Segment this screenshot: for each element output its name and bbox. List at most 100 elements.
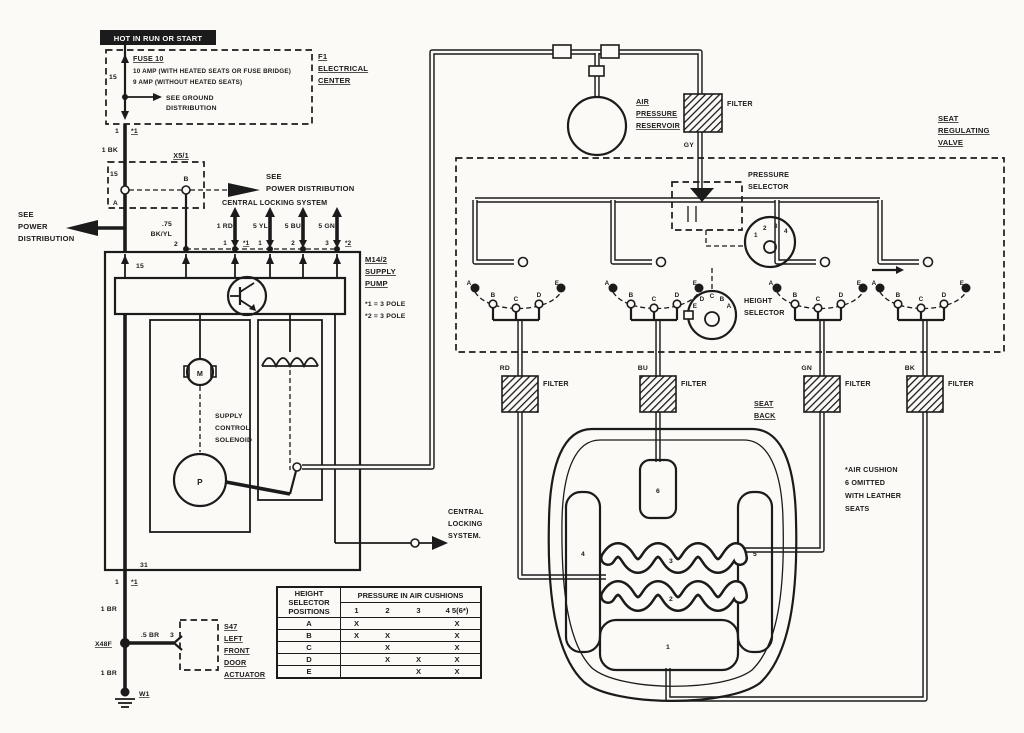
- table-row: B X X X: [276, 629, 481, 642]
- srv-1: SEAT: [938, 114, 959, 123]
- table-pos-header: HEIGHT SELECTOR POSITIONS: [276, 586, 341, 618]
- pos-h2: SELECTOR: [288, 598, 330, 607]
- row-b-c1: X: [340, 629, 372, 642]
- filter-label-2: FILTER: [681, 379, 707, 388]
- top-filter: FILTER GY: [683, 93, 753, 149]
- cushion-6: 6: [638, 458, 678, 520]
- col-3: 3: [403, 602, 434, 618]
- contact-d: D: [839, 292, 844, 299]
- pump-pin15: 15: [136, 263, 144, 270]
- door-pin3: 3: [170, 632, 174, 639]
- filter-label-1: FILTER: [543, 379, 569, 388]
- cushion-2: 2: [600, 580, 748, 612]
- row-a-c2: [372, 617, 403, 630]
- table-row: E X X: [276, 665, 481, 679]
- pump-entry-arrows: 15: [121, 254, 341, 278]
- contact-a: A: [467, 280, 472, 287]
- fuse-name: FUSE 10: [133, 54, 164, 63]
- pressure-dial-1: 1: [754, 232, 758, 239]
- pump-pin31: 31: [140, 562, 148, 569]
- cl-pin-4: 3: [325, 240, 329, 247]
- pump-l2: SUPPLY: [365, 267, 396, 276]
- row-c-c4: X: [434, 641, 481, 654]
- motor-symbol: M: [183, 314, 217, 387]
- table-row: C X X: [276, 641, 481, 654]
- height-dial-4: B: [720, 296, 725, 303]
- height-dial-2: D: [700, 296, 705, 303]
- ground-circuit: 1 *1 1 BR X48F .5 BR 3 S47 LEFT FRONT DO…: [95, 570, 266, 708]
- pressure-dial-3: 3: [774, 223, 778, 230]
- bu-label: BU: [638, 365, 648, 372]
- cushion-5: 5: [736, 490, 774, 654]
- row-b-c2: X: [372, 629, 403, 642]
- s47-1: S47: [224, 622, 237, 631]
- contact-c: C: [652, 296, 657, 303]
- contact-b: B: [629, 292, 634, 299]
- pump-note2: *2 = 3 POLE: [365, 313, 406, 320]
- seat-regulating-valve: SEAT REGULATING VALVE PRESSURE SELECTOR …: [455, 114, 1005, 353]
- cushion-6-label: 6: [656, 488, 660, 495]
- cl-note-1: *1: [243, 240, 250, 247]
- line-filters: RD FILTER BU FILTER GN FILTER BK FILTER: [500, 365, 974, 413]
- transistor-symbol: [226, 275, 268, 317]
- table-right-header: PRESSURE IN AIR CUSHIONS: [340, 586, 482, 604]
- switch-group-3: A B C D E: [769, 256, 868, 322]
- fuse-pin15: 15: [109, 74, 117, 81]
- height-selector: E D C B A HEIGHT SELECTOR: [683, 268, 785, 341]
- col-2: 2: [372, 602, 403, 618]
- cl-wire-4: 5 GN: [318, 223, 335, 230]
- spd-right-2: POWER DISTRIBUTION: [266, 184, 354, 193]
- srv-3: VALVE: [938, 138, 963, 147]
- air-pressure-reservoir: AIR PRESSURE RESERVOIR: [566, 95, 680, 157]
- pump-l1: M14/2: [365, 255, 387, 264]
- seat-assembly: SEAT BACK 6 4 5 3 2 1: [547, 399, 902, 702]
- s47-4: DOOR: [224, 658, 247, 667]
- table-row: D X X X: [276, 653, 481, 666]
- contact-d: D: [675, 292, 680, 299]
- wire-1br-b: 1 BR: [101, 670, 117, 677]
- x48f-label: X48F: [95, 641, 112, 648]
- row-d-c4: X: [434, 653, 481, 666]
- cls-top-label: CENTRAL LOCKING SYSTEM: [222, 198, 327, 207]
- fuse-box: 15 FUSE 10 10 AMP (WITH HEATED SEATS OR …: [105, 45, 313, 125]
- air-cushion-note: *AIR CUSHION 6 OMITTED WITH LEATHER SEAT…: [845, 465, 902, 513]
- bkyl-pin2: 2: [174, 241, 178, 248]
- row-e-c4: X: [434, 665, 481, 679]
- cushion-3-label: 3: [669, 558, 673, 565]
- solenoid-label-1: SUPPLY: [215, 413, 243, 420]
- pos-h3: POSITIONS: [288, 607, 330, 616]
- reservoir-1: AIR: [636, 97, 650, 106]
- height-dial-3: C: [710, 293, 715, 300]
- bkyl-color: BK/YL: [151, 231, 172, 238]
- cushion-4-label: 4: [581, 551, 585, 558]
- row-e-c2: [372, 665, 403, 679]
- fuse-amp1: 10 AMP (WITH HEATED SEATS OR FUSE BRIDGE…: [133, 68, 291, 75]
- fuse-amp2: 9 AMP (WITHOUT HEATED SEATS): [133, 79, 242, 86]
- cls-mid-2: LOCKING: [448, 519, 483, 528]
- contact-c: C: [919, 296, 924, 303]
- col-1: 1: [340, 602, 372, 618]
- contact-e: E: [693, 280, 697, 287]
- contact-c: C: [514, 296, 519, 303]
- cl-wire-3: 5 BU: [285, 223, 301, 230]
- hot-in-run-label: HOT IN RUN OR START: [114, 34, 203, 43]
- cl-pin-3: 2: [291, 240, 295, 247]
- contact-d: D: [942, 292, 947, 299]
- door-star1: *1: [131, 579, 138, 586]
- reservoir-2: PRESSURE: [636, 109, 677, 118]
- seat-back-2: BACK: [754, 411, 776, 420]
- hot-in-run-box: HOT IN RUN OR START: [100, 30, 216, 45]
- fuse-see-ground-1: SEE GROUND: [166, 95, 214, 102]
- motor-m-label: M: [197, 369, 203, 378]
- see-power-distribution-right: SEE POWER DISTRIBUTION: [266, 172, 354, 193]
- row-d-c1: [340, 653, 372, 666]
- srv-2: REGULATING: [938, 126, 990, 135]
- central-locking-system-arrow: CENTRAL LOCKING SYSTEM.: [335, 507, 484, 550]
- filter-label-3: FILTER: [845, 379, 871, 388]
- electrical-center-label: F1 ELECTRICAL CENTER: [318, 52, 368, 85]
- gy-label: GY: [684, 142, 694, 149]
- cl-wire-1: 1 RD: [217, 223, 233, 230]
- seat-back-1: SEAT: [754, 399, 774, 408]
- row-c-pos: C: [276, 641, 341, 654]
